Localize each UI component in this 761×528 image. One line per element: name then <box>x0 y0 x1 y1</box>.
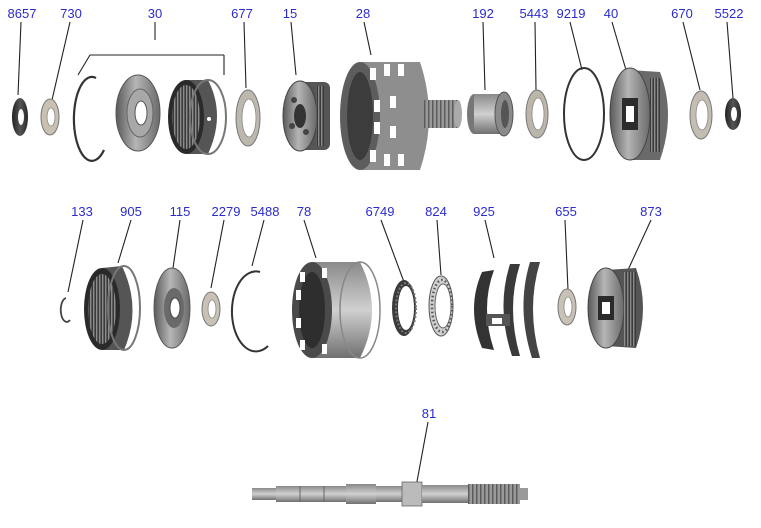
callout-115: 115 <box>169 204 191 219</box>
part-655-washer <box>557 288 577 326</box>
part-5488-snap-ring <box>230 270 269 353</box>
callout-5522: 5522 <box>714 6 744 21</box>
part-677-washer <box>235 89 261 147</box>
callout-9219: 9219 <box>556 6 586 21</box>
callout-192: 192 <box>472 6 494 21</box>
part-873-planetary-set <box>587 267 643 349</box>
callout-824: 824 <box>425 204 447 219</box>
callout-6749: 6749 <box>365 204 395 219</box>
part-9219-snap-ring <box>563 67 605 161</box>
callout-133: 133 <box>71 204 93 219</box>
callout-15: 15 <box>282 6 298 21</box>
part-905-ring-gear <box>84 265 141 351</box>
callout-2279: 2279 <box>211 204 241 219</box>
callout-28: 28 <box>355 6 371 21</box>
leader-lines-row1 <box>17 21 734 101</box>
part-192-sleeve <box>467 91 514 137</box>
callout-905: 905 <box>120 204 142 219</box>
part-15-planet-carrier <box>282 80 330 152</box>
part-40-carrier <box>609 67 668 161</box>
callout-5443: 5443 <box>519 6 549 21</box>
part-28-drum <box>340 62 462 170</box>
callout-670: 670 <box>671 6 693 21</box>
part-133-snap-ring <box>59 297 71 323</box>
part-2279-washer <box>201 291 221 327</box>
part-30-plate <box>115 74 161 152</box>
part-30-ring-gear <box>168 79 227 155</box>
part-78-drum <box>292 261 381 359</box>
callout-40: 40 <box>603 6 619 21</box>
callout-5488: 5488 <box>250 204 280 219</box>
callout-78: 78 <box>296 204 312 219</box>
part-8657-washer <box>12 98 28 136</box>
callout-730: 730 <box>60 6 82 21</box>
part-730-washer <box>40 98 60 136</box>
callout-30: 30 <box>147 6 163 21</box>
part-5522-washer <box>725 98 741 130</box>
callout-81: 81 <box>421 406 437 421</box>
callout-677: 677 <box>231 6 253 21</box>
leader-lines-row2 <box>67 219 652 293</box>
callout-925: 925 <box>473 204 495 219</box>
callout-8657: 8657 <box>7 6 37 21</box>
part-925-brake-band <box>474 262 540 358</box>
part-6749-bearing <box>392 280 417 336</box>
part-115-hub-plate <box>153 267 191 349</box>
part-30-snap-ring <box>72 75 105 162</box>
leader-lines-row3 <box>415 421 429 488</box>
part-81-shaft <box>252 481 528 507</box>
part-5443-washer <box>525 89 549 139</box>
callout-655: 655 <box>555 204 577 219</box>
callout-873: 873 <box>640 204 662 219</box>
part-670-washer <box>689 90 713 140</box>
part-824-needle-bearing <box>428 275 454 337</box>
